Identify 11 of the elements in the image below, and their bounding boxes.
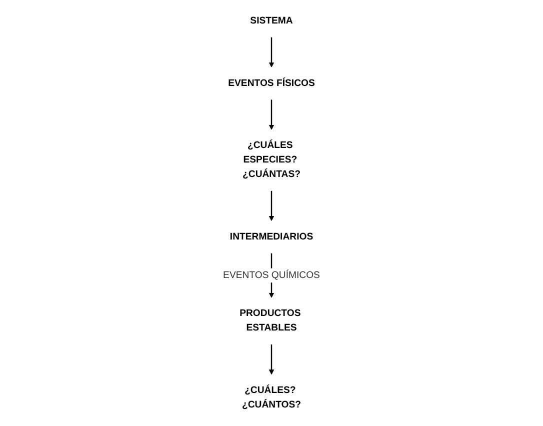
- node-text: ¿CUÁLES? ¿CUÁNTOS?: [242, 385, 302, 410]
- arrow: [268, 344, 274, 375]
- node-text: SISTEMA: [250, 16, 293, 26]
- node-text: EVENTOS FÍSICOS: [228, 78, 315, 88]
- arrow: [268, 190, 274, 222]
- node-text: INTERMEDIARIOS: [230, 232, 314, 242]
- arrow: [268, 37, 274, 68]
- node-text: ¿CUÁLES ESPECIES? ¿CUÁNTAS?: [242, 140, 300, 180]
- arrow: [268, 100, 274, 130]
- node-text: PRODUCTOS ESTABLES: [240, 308, 301, 333]
- edge-label: EVENTOS QUÍMICOS: [223, 270, 320, 280]
